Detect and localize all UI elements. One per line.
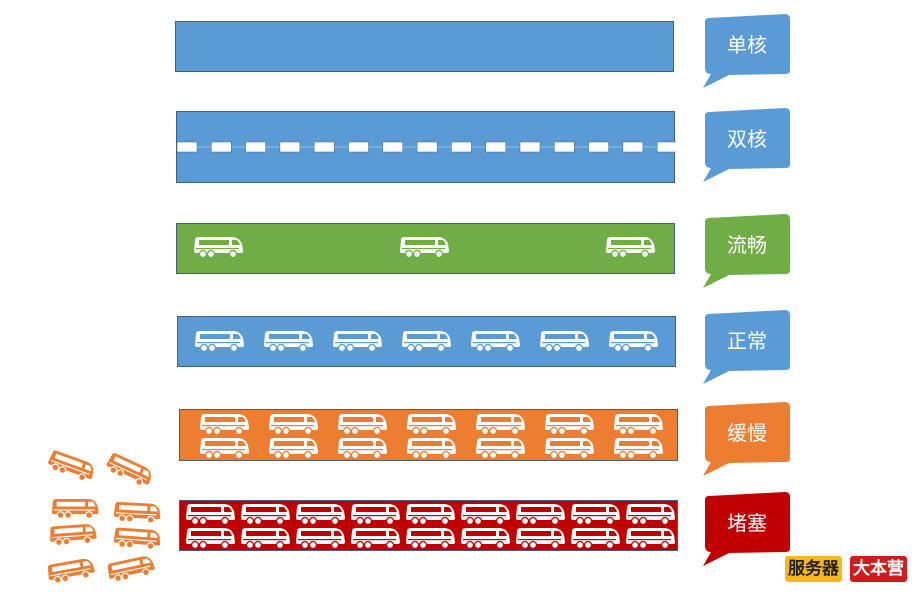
bus-icon	[461, 528, 510, 550]
bus-icon	[186, 504, 235, 526]
lane-dash	[519, 141, 541, 153]
bubble-jam: 堵塞	[697, 488, 797, 568]
bubble-label: 缓慢	[727, 421, 767, 445]
speech-bubble-icon	[703, 310, 790, 384]
bubble-normal: 正常	[697, 306, 797, 386]
brand-label-right: 大本营	[850, 556, 907, 582]
bus-icon	[614, 438, 663, 460]
speech-bubble-icon	[703, 214, 790, 288]
bus-icon	[333, 331, 382, 353]
bus-icon	[407, 414, 456, 436]
bubble-smooth: 流畅	[697, 210, 797, 290]
speech-bubble-icon	[703, 14, 790, 88]
bus-icon	[351, 528, 400, 550]
bus-group-smooth	[194, 237, 655, 259]
bus-icon	[407, 438, 456, 460]
bus-icon	[626, 504, 675, 526]
lane-dash	[622, 141, 644, 153]
bus-icon	[113, 527, 161, 550]
lane-slow	[179, 409, 678, 461]
bus-group-jam	[186, 504, 675, 550]
bus-icon	[200, 438, 249, 460]
bus-icon	[194, 237, 243, 259]
lane-single-core	[175, 21, 674, 72]
bus-icon	[186, 528, 235, 550]
lane-dual-core	[176, 111, 676, 183]
bus-icon	[107, 556, 155, 583]
bus-icon	[571, 528, 620, 550]
bus-icon	[545, 414, 594, 436]
bus-icon	[200, 414, 249, 436]
speech-bubble-icon	[703, 402, 790, 476]
bus-group-normal	[195, 331, 658, 353]
bubble-label: 正常	[727, 329, 767, 353]
bus-icon	[400, 237, 449, 259]
bubble-single-core: 单核	[697, 10, 797, 90]
bus-icon	[606, 237, 655, 259]
bus-icon	[461, 504, 510, 526]
bubble-label: 流畅	[727, 233, 767, 257]
lane-dash	[348, 141, 369, 153]
bus-icon	[626, 528, 675, 550]
bubble-label: 双核	[727, 127, 767, 151]
bus-group-slow	[200, 414, 663, 460]
bubble-label: 单核	[727, 33, 767, 57]
bus-icon	[51, 498, 99, 520]
lane-dash	[656, 141, 676, 153]
bus-icon	[47, 558, 95, 584]
bus-icon	[296, 504, 345, 526]
bus-icon	[338, 438, 387, 460]
bus-icon	[540, 331, 589, 353]
bus-icon	[48, 450, 94, 482]
lane-dash	[177, 141, 198, 153]
bus-icon	[406, 528, 455, 550]
bus-icon	[113, 501, 161, 524]
lane-dash	[416, 141, 438, 153]
bus-icon	[241, 504, 290, 526]
lane-dash	[382, 141, 404, 153]
bus-icon	[545, 438, 594, 460]
lane-dash	[588, 141, 609, 153]
bus-icon	[195, 331, 244, 353]
bus-icon	[296, 528, 345, 550]
lane-dash	[554, 141, 575, 153]
bus-icon	[614, 414, 663, 436]
bus-icon	[471, 331, 520, 353]
speech-bubble-icon	[703, 492, 790, 566]
bus-icon	[516, 528, 565, 550]
lane-jam	[179, 500, 678, 551]
lane-dash	[485, 141, 506, 153]
bubble-label: 堵塞	[727, 511, 767, 535]
bus-icon	[50, 524, 97, 547]
waiting-bus-queue	[47, 450, 161, 584]
lane-divider	[177, 141, 676, 153]
bus-icon	[609, 331, 658, 353]
bubble-dual-core: 双核	[697, 104, 797, 184]
bus-icon	[406, 504, 455, 526]
bus-icon	[269, 438, 318, 460]
lane-dash	[279, 141, 301, 153]
bus-icon	[476, 438, 525, 460]
lane-dash	[451, 141, 472, 153]
bus-icon	[351, 504, 400, 526]
lane-normal	[177, 316, 676, 367]
speech-bubble-icon	[703, 108, 790, 182]
lane-dash	[245, 141, 266, 153]
bubble-slow: 缓慢	[697, 398, 797, 478]
bus-icon	[402, 331, 451, 353]
brand-label-left: 服务器	[785, 556, 842, 582]
bus-icon	[338, 414, 387, 436]
bus-icon	[241, 528, 290, 550]
bus-icon	[571, 504, 620, 526]
lane-dash	[313, 141, 335, 153]
bus-icon	[264, 331, 313, 353]
lane-smooth	[176, 223, 675, 274]
lane-dash	[211, 141, 232, 153]
bus-icon	[269, 414, 318, 436]
bus-icon	[516, 504, 565, 526]
bus-icon	[106, 453, 151, 486]
bus-icon	[476, 414, 525, 436]
